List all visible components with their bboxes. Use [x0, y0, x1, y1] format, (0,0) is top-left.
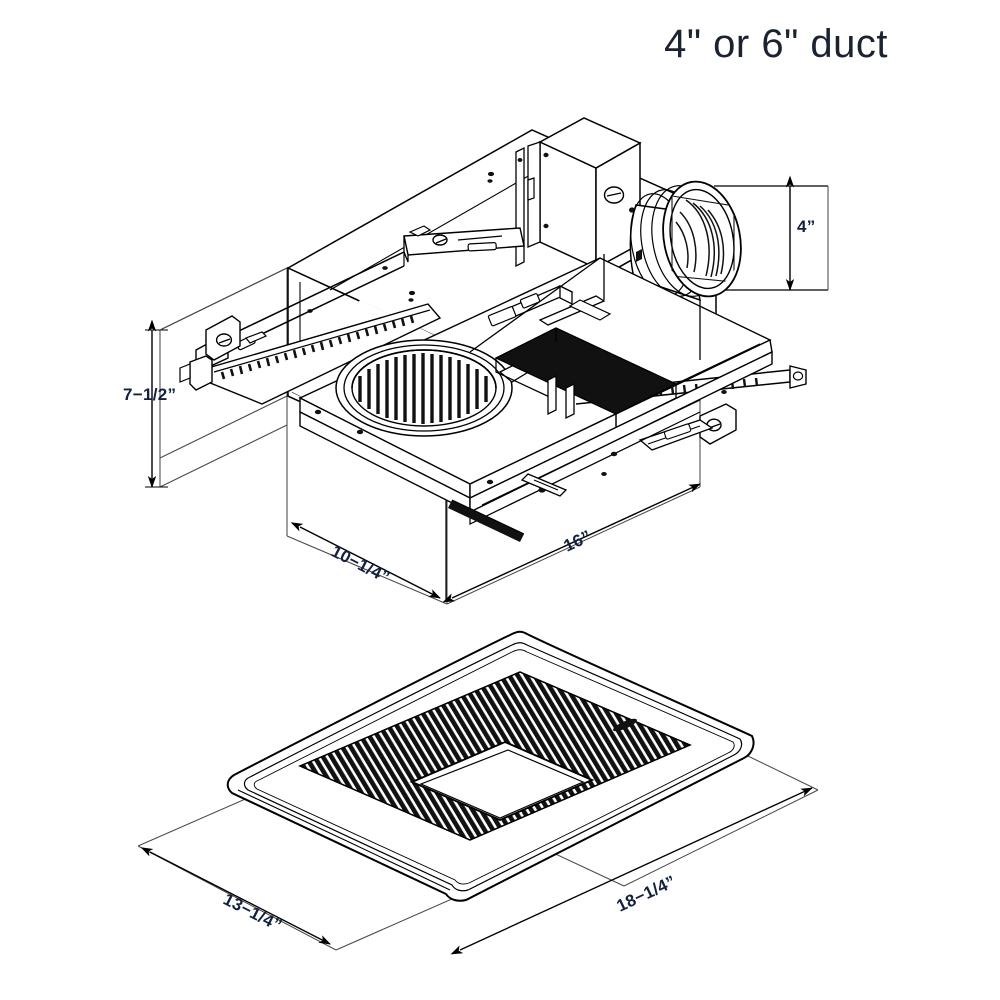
fan-housing-assembly — [159, 117, 807, 542]
hanger-rail-left — [179, 303, 442, 405]
dimension-line-grille-depth — [140, 847, 331, 945]
housing-stiffener — [515, 146, 525, 268]
bottom-flange-fasteners — [314, 390, 727, 493]
brand-label-mark — [613, 718, 637, 732]
dimension-label-depth: 10−1/4” — [328, 542, 393, 588]
mounting-bracket-rear — [403, 225, 525, 263]
dimension-line-depth — [290, 522, 441, 599]
front-latch — [520, 473, 568, 497]
bottom-edge-detail — [448, 499, 525, 542]
mounting-bracket-front-left — [205, 315, 268, 361]
dimension-line-width — [442, 483, 701, 603]
mounting-bracket-right — [638, 403, 737, 451]
dimension-label-grille-depth: 13−1/4” — [220, 890, 285, 936]
light-lens — [409, 740, 595, 822]
electrical-junction-box — [527, 117, 642, 270]
dimension-line-grille-width — [450, 787, 813, 955]
page-title: 4" or 6" duct — [664, 22, 888, 66]
dimension-label-duct: 4” — [797, 217, 816, 236]
dimension-label-height: 7−1/2” — [123, 385, 176, 404]
dimension-label-grille-width: 18−1/4” — [614, 872, 679, 916]
motor-mount-plate — [487, 284, 678, 426]
dimension-label-width: 16” — [561, 526, 595, 555]
duct-collar — [629, 180, 742, 302]
